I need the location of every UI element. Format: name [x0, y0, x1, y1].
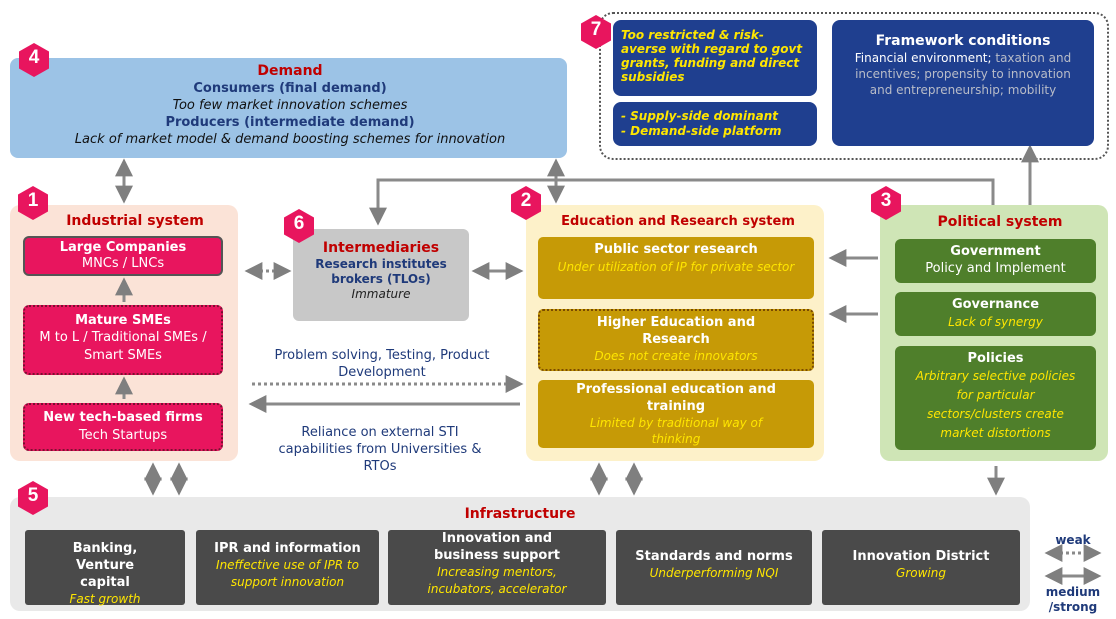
- demand-producers: Producers (intermediate demand): [165, 115, 415, 130]
- intermediaries-content: Intermediaries Research institutes broke…: [298, 240, 464, 302]
- governance-title: Governance: [951, 297, 1040, 312]
- intermediaries-line2: Immature: [351, 287, 411, 301]
- supply-side-text: - Supply-side dominant: [621, 109, 778, 123]
- infra-item-note: Underperforming NQI: [649, 566, 779, 580]
- infrastructure-title: Infrastructure: [464, 506, 576, 522]
- governance-note: Lack of synergy: [948, 315, 1043, 329]
- framework-left-top: Too restricted & risk-averse with regard…: [613, 20, 817, 96]
- framework-title: Framework conditions: [875, 33, 1051, 49]
- infra-item-banking: Banking, Venture capital Fast growth: [25, 530, 185, 606]
- policies-note: Arbitrary selective policies for particu…: [915, 369, 1076, 440]
- infra-item-title: Standards and norms: [635, 549, 793, 564]
- political-title: Political system: [937, 214, 1063, 230]
- mature-smes-sub: M to L / Traditional SMEs / Smart SMEs: [39, 330, 207, 363]
- higher-education-note: Does not create innovators: [594, 349, 758, 363]
- problem-solving-label: Problem solving, Testing, Product Develo…: [274, 348, 490, 380]
- large-companies-sub: MNCs / LNCs: [81, 256, 165, 271]
- infra-item-title: Banking, Venture capital: [72, 541, 138, 590]
- infra-item-title: IPR and information: [214, 541, 361, 556]
- industrial-title: Industrial system: [66, 213, 204, 229]
- infra-item-note: Growing: [896, 566, 946, 580]
- framework-left-bottom: - Supply-side dominant - Demand-side pla…: [613, 102, 817, 146]
- professional-education-note: Limited by traditional way of thinking: [589, 416, 763, 446]
- governance-box: Governance Lack of synergy: [895, 292, 1096, 336]
- demand-producers-note: Lack of market model & demand boosting s…: [74, 132, 506, 147]
- policies-box: Policies Arbitrary selective policies fo…: [895, 346, 1096, 450]
- demand-title: Demand: [257, 63, 323, 79]
- infra-item-note: Fast growth: [69, 592, 141, 606]
- intermediaries-title: Intermediaries: [322, 240, 440, 256]
- badge-intermediaries: 6: [281, 208, 317, 244]
- large-companies-box: Large Companies MNCs / LNCs: [23, 236, 223, 276]
- higher-education-box: Higher Education and Research Does not c…: [538, 309, 814, 371]
- new-tech-firms-sub: Tech Startups: [78, 428, 168, 443]
- demand-consumers: Consumers (final demand): [193, 81, 387, 96]
- badge-demand: 4: [16, 42, 52, 78]
- infra-item-ipr: IPR and information Ineffective use of I…: [196, 530, 379, 605]
- professional-education-box: Professional education and training Limi…: [538, 380, 814, 448]
- large-companies-title: Large Companies: [59, 240, 187, 255]
- infra-item-note: Ineffective use of IPR to support innova…: [216, 558, 359, 589]
- infra-item-innovation-support: Innovation and business support Increasi…: [388, 530, 606, 605]
- policies-title: Policies: [967, 351, 1024, 366]
- framework-left-top-text: Too restricted & risk-averse with regard…: [621, 28, 803, 84]
- demand-side-text: - Demand-side platform: [621, 124, 782, 138]
- public-research-box: Public sector research Under utilization…: [538, 237, 814, 299]
- framework-group: [599, 12, 1109, 160]
- infra-item-innovation-district: Innovation District Growing: [822, 530, 1020, 605]
- higher-education-title: Higher Education and Research: [596, 315, 756, 347]
- infra-item-standards: Standards and norms Underperforming NQI: [616, 530, 812, 605]
- badge-political: 3: [868, 185, 904, 221]
- framework-body-gray: taxation and incentives; propensity to i…: [855, 51, 1072, 97]
- intermediaries-box: [293, 229, 469, 321]
- demand-consumers-note: Too few market innovation schemes: [172, 98, 408, 113]
- reliance-label: Reliance on external STI capabilities fr…: [278, 425, 482, 474]
- infra-item-note: Increasing mentors, incubators, accelera…: [427, 565, 567, 596]
- demand-content: Demand Consumers (final demand) Too few …: [30, 63, 550, 148]
- new-tech-firms-title: New tech-based firms: [43, 410, 203, 425]
- badge-infrastructure: 5: [15, 480, 51, 516]
- public-research-title: Public sector research: [594, 242, 758, 257]
- infra-item-title: Innovation District: [852, 549, 990, 564]
- new-tech-firms-box: New tech-based firms Tech Startups: [23, 403, 223, 451]
- government-sub: Policy and Implement: [925, 261, 1066, 276]
- government-title: Government: [950, 244, 1041, 259]
- intermediaries-line1: Research institutes brokers (TLOs): [315, 257, 447, 286]
- public-research-note: Under utilization of IP for private sect…: [557, 260, 795, 274]
- framework-body-white: Financial environment;: [854, 51, 992, 65]
- framework-conditions: Framework conditions Financial environme…: [832, 20, 1094, 146]
- legend-weak: weak: [1055, 533, 1091, 547]
- legend-strong: medium /strong: [1045, 585, 1101, 614]
- demand-box: [10, 58, 567, 158]
- mature-smes-box: Mature SMEs M to L / Traditional SMEs / …: [23, 305, 223, 375]
- badge-education: 2: [508, 185, 544, 221]
- badge-framework: 7: [578, 14, 614, 50]
- government-box: Government Policy and Implement: [895, 239, 1096, 283]
- education-title: Education and Research system: [561, 214, 795, 229]
- badge-industrial: 1: [15, 185, 51, 221]
- infra-item-title: Innovation and business support: [434, 531, 560, 563]
- professional-education-title: Professional education and training: [576, 382, 776, 414]
- mature-smes-title: Mature SMEs: [75, 313, 171, 328]
